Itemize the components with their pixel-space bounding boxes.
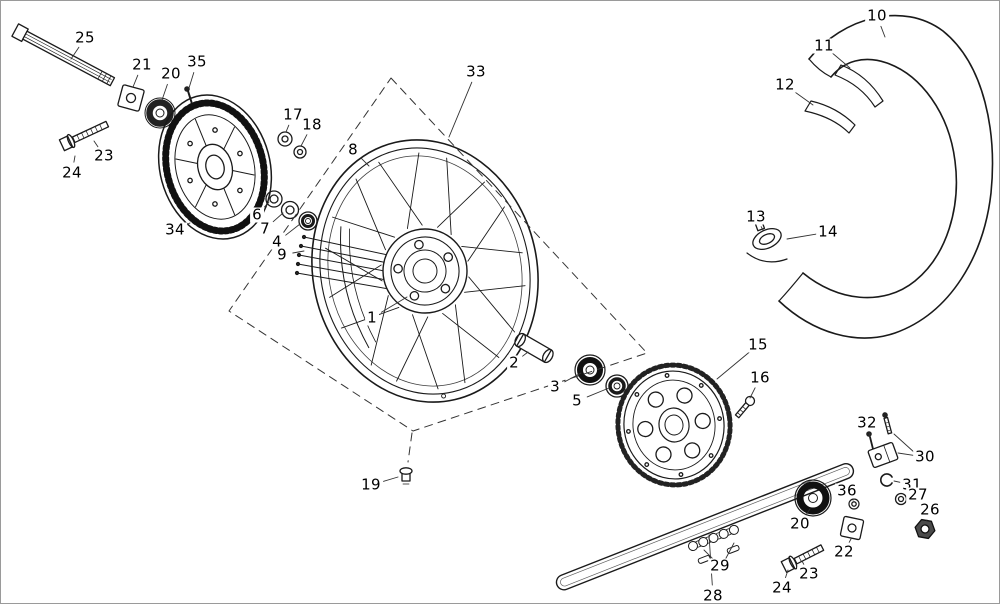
- small-screw-30b-shape: [882, 412, 893, 435]
- extra-leader-lines: [724, 433, 916, 561]
- chain-roller-shape: [794, 479, 832, 517]
- part-number-label: 36: [835, 481, 859, 500]
- part-number-label: 23: [797, 564, 821, 583]
- part-number-label: 20: [159, 64, 183, 83]
- part-number-label: 10: [865, 6, 889, 25]
- part-number-label: 12: [773, 75, 797, 94]
- chain-links-shape: [688, 524, 739, 551]
- adjuster-block-shape: [867, 442, 899, 468]
- washer-36-shape: [848, 498, 860, 510]
- part-number-label: 20: [788, 514, 812, 533]
- collar-shape-upper: [144, 97, 176, 129]
- spacer-ring-17-shape: [277, 131, 293, 147]
- part-number-label: 28: [701, 586, 725, 604]
- wheel-spokes: [325, 152, 526, 390]
- part-number-label: 25: [73, 28, 97, 47]
- part-number-label: 13: [744, 207, 768, 226]
- part-number-label: 3: [548, 377, 562, 396]
- tire-shape: [778, 14, 994, 339]
- part-number-label: 19: [359, 475, 383, 494]
- sprocket-bolt-shape: [734, 395, 756, 419]
- part-number-label: 6: [250, 205, 264, 224]
- part-number-label: 34: [163, 220, 187, 239]
- part-number-label: 21: [130, 55, 154, 74]
- part-number-label: 15: [746, 335, 770, 354]
- adjuster-screw-lower-shape: [780, 544, 825, 574]
- part-number-label: 5: [570, 391, 584, 410]
- axle-spacer-shape: [514, 332, 554, 364]
- clip-31-shape: [880, 473, 893, 487]
- part-number-label: 4: [270, 232, 284, 251]
- part-number-label: 17: [281, 105, 305, 124]
- wheel-shape: [311, 139, 539, 403]
- leader-lines: [70, 25, 928, 586]
- bearing-3-shape: [574, 354, 606, 386]
- part-number-label: 27: [906, 485, 930, 504]
- part-number-label: 9: [275, 245, 289, 264]
- small-bolt-19-shape: [399, 467, 413, 485]
- chain-shape: [555, 463, 855, 591]
- seal-6-shape: [265, 190, 283, 208]
- part-number-label: 32: [855, 413, 879, 432]
- part-number-label: 11: [812, 36, 836, 55]
- part-number-label: 26: [918, 500, 942, 519]
- part-number-label: 30: [913, 447, 937, 466]
- rim-band-11-shape: [834, 64, 884, 108]
- nut-26-shape: [914, 518, 936, 540]
- seal-7-shape: [280, 200, 300, 220]
- spacer-ring-18-shape: [293, 145, 307, 159]
- part-number-label: 24: [770, 578, 794, 597]
- adjuster-screw-upper-shape: [58, 120, 110, 152]
- part-number-label: 22: [832, 542, 856, 561]
- part-number-label: 33: [464, 62, 488, 81]
- part-number-label: 1: [365, 308, 379, 327]
- part-number-label: 18: [300, 115, 324, 134]
- part-number-label: 24: [60, 163, 84, 182]
- ring-14-shape: [752, 228, 782, 250]
- part-number-label: 7: [258, 219, 272, 238]
- part-number-label: 23: [92, 146, 116, 165]
- part-number-label: 14: [816, 222, 840, 241]
- square-plate-22-shape: [839, 515, 865, 541]
- part-number-label: 29: [708, 556, 732, 575]
- assembly-outline-dashed: [228, 77, 648, 463]
- part-number-label: 35: [185, 52, 209, 71]
- axle-nut-shape: [117, 84, 145, 112]
- sprocket-shape: [615, 362, 733, 488]
- wheel-hub-shape: [382, 228, 468, 314]
- part-number-label: 16: [748, 368, 772, 387]
- rim-lock-12-shape: [804, 100, 856, 134]
- part-number-label: 8: [346, 140, 360, 159]
- part-number-label: 2: [507, 353, 521, 372]
- brake-disc-shape: [157, 94, 273, 240]
- tire-bead-arc: [746, 252, 788, 263]
- axle-bolt-shape: [11, 23, 116, 87]
